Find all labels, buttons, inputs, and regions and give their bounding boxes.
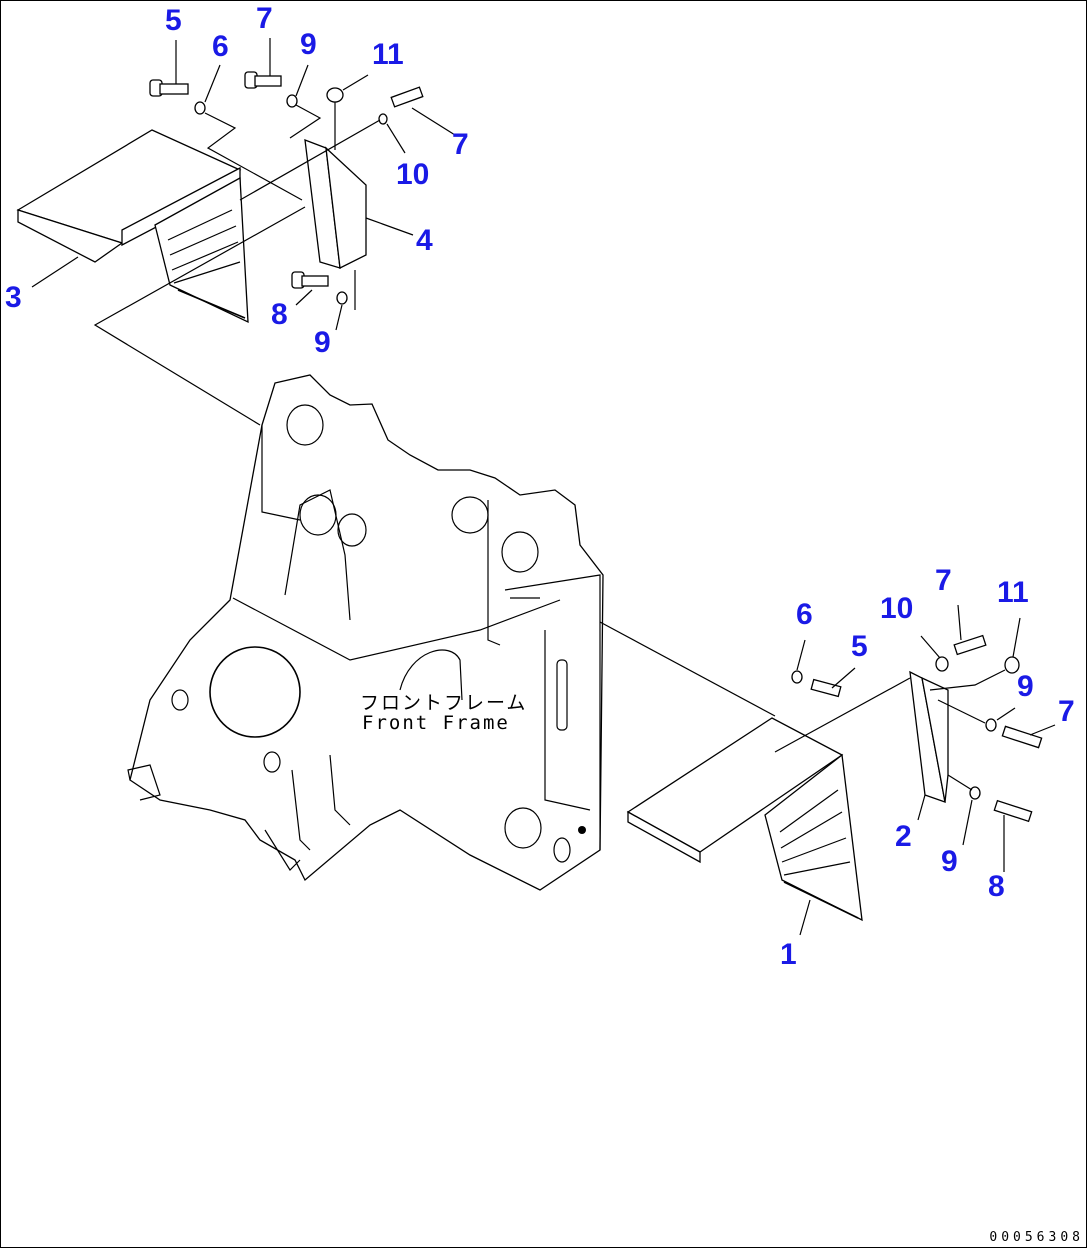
callout-5: 5	[851, 630, 868, 663]
callout-8: 8	[271, 298, 288, 331]
callout-9: 9	[314, 326, 331, 359]
hardware-right	[791, 634, 1043, 823]
frame-label-english: Front Frame	[362, 712, 510, 734]
bolt-7-top-right	[390, 86, 424, 108]
front-frame-body	[127, 374, 604, 891]
bolt-5-shank	[159, 83, 189, 95]
bolt-7-right-lower	[1001, 725, 1043, 749]
frame-label-japanese: フロントフレーム	[360, 692, 528, 714]
hardware-top-left	[149, 71, 424, 305]
washer-9-top	[286, 94, 298, 108]
callout-9: 9	[941, 845, 958, 878]
callout-5: 5	[165, 4, 182, 37]
right-fender-part-1	[626, 717, 863, 922]
callout-7: 7	[256, 2, 273, 35]
callout-7: 7	[935, 564, 952, 597]
washer-10-top	[378, 113, 388, 125]
callout-9: 9	[1017, 670, 1034, 703]
callout-3: 3	[5, 281, 22, 314]
callout-7: 7	[1058, 695, 1075, 728]
callout-6: 6	[212, 30, 229, 63]
washer-9-right-lower	[969, 786, 981, 800]
callout-6: 6	[796, 598, 813, 631]
washer-9-lower	[336, 291, 348, 305]
bolt-8-right	[993, 799, 1033, 823]
washer-9-right	[985, 718, 997, 732]
callout-1: 1	[780, 938, 797, 971]
callout-2: 2	[895, 820, 912, 853]
callout-4: 4	[416, 224, 433, 257]
left-fender-part-3	[16, 129, 249, 324]
washer-10-right	[935, 656, 949, 672]
right-bracket-part-2	[909, 670, 949, 803]
cap-11-top	[326, 87, 344, 103]
bolt-7-right	[953, 634, 987, 656]
document-number: 00056308	[989, 1230, 1084, 1245]
callout-10: 10	[396, 158, 430, 191]
washer-6-right	[791, 670, 803, 684]
callout-11: 11	[997, 576, 1029, 609]
cap-11-right	[1004, 656, 1020, 674]
callout-10: 10	[880, 592, 914, 625]
leader-lines-top	[31, 38, 456, 426]
bolt-5-right	[810, 678, 842, 698]
callout-11: 11	[372, 38, 404, 71]
left-bracket-part-4	[304, 139, 367, 269]
callout-8: 8	[988, 870, 1005, 903]
bolt-7-shank	[254, 75, 282, 87]
washer-6-top	[194, 101, 206, 115]
bolt-8-shank	[301, 275, 329, 287]
leader-lines-right	[599, 604, 1056, 936]
callout-9: 9	[300, 28, 317, 61]
callout-7: 7	[452, 128, 469, 161]
